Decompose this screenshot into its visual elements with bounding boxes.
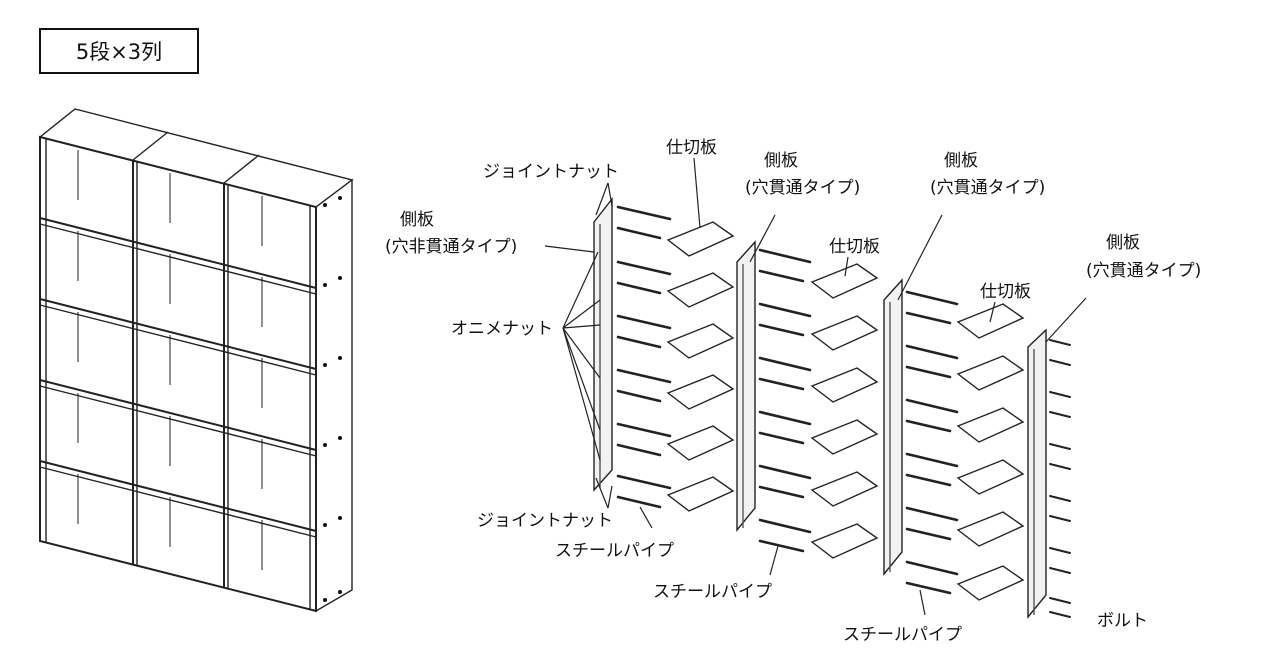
label-bolt: ボルト	[1097, 611, 1148, 631]
divider-plates-1	[666, 221, 735, 512]
label-side-panel-closed-type: (穴非貫通タイプ)	[385, 237, 517, 257]
label-steel-pipe-3: スチールパイプ	[843, 625, 962, 645]
label-steel-pipe-2: スチールパイプ	[653, 582, 772, 602]
label-side-panel-open-c: 側板	[1106, 233, 1140, 253]
steel-pipes-group-2	[758, 248, 812, 553]
label-oni-nut: オニメナット	[451, 319, 553, 339]
label-joint-nut-bottom: ジョイントナット	[477, 511, 613, 531]
bolts	[1049, 339, 1071, 618]
label-side-panel-open-a-type: (穴貫通タイプ)	[745, 178, 860, 198]
side-panel-open-a	[736, 240, 756, 532]
label-divider-1: 仕切板	[666, 138, 717, 158]
diagram-title: 5段×3列	[76, 40, 162, 64]
steel-pipes-group-1	[616, 205, 672, 509]
side-panel-open-b	[883, 278, 903, 576]
leader-lines	[544, 157, 1087, 616]
label-side-panel-open-c-type: (穴貫通タイプ)	[1086, 261, 1201, 281]
label-steel-pipe-1: スチールパイプ	[555, 541, 674, 561]
label-divider-3: 仕切板	[980, 282, 1031, 302]
label-divider-2: 仕切板	[829, 237, 880, 257]
labels: ジョイントナット 側板 (穴非貫通タイプ) オニメナット ジョイントナット スチ…	[385, 138, 1201, 645]
side-panel-closed	[593, 196, 613, 492]
assembled-bookshelf	[38, 108, 354, 613]
divider-plates-2	[810, 263, 879, 559]
label-side-panel-closed: 側板	[400, 210, 434, 230]
label-side-panel-open-b: 側板	[944, 151, 978, 171]
title-box: 5段×3列	[39, 28, 199, 74]
steel-pipes-group-3	[905, 290, 959, 595]
divider-plates-3	[956, 303, 1025, 601]
label-side-panel-open-b-type: (穴貫通タイプ)	[930, 178, 1045, 198]
side-panel-open-c	[1027, 328, 1047, 619]
label-side-panel-open-a: 側板	[764, 151, 798, 171]
label-joint-nut-top: ジョイントナット	[483, 162, 619, 182]
